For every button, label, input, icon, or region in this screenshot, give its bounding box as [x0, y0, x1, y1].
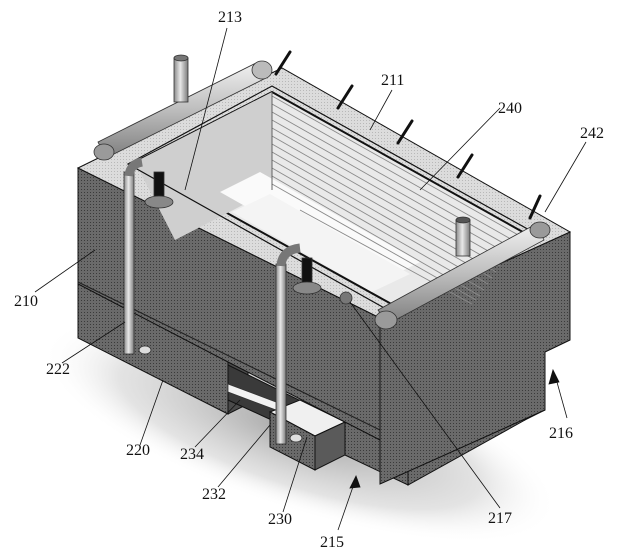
- leader-lines: [34, 27, 587, 531]
- pipe-stub-left: [173, 57, 189, 103]
- label-234: 234: [180, 446, 204, 463]
- pipe-234: [227, 383, 277, 411]
- label-215: 215: [320, 534, 344, 551]
- label-213: 213: [218, 9, 242, 26]
- label-217: 217: [488, 510, 512, 527]
- slat-panel-240: [271, 92, 521, 305]
- pipe-stub-right: [455, 219, 471, 257]
- label-220: 220: [126, 442, 150, 459]
- label-222: 222: [46, 361, 70, 378]
- tank-opening: [126, 85, 542, 315]
- label-230: 230: [268, 511, 292, 528]
- label-211: 211: [381, 72, 405, 89]
- label-216: 216: [549, 425, 573, 442]
- label-240: 240: [498, 100, 522, 117]
- downpipe-232: [275, 263, 287, 445]
- pipework: [93, 54, 551, 445]
- block-230-side: [314, 421, 346, 471]
- clamps: [274, 50, 542, 220]
- label-242: 242: [580, 125, 604, 142]
- downpipe-222: [123, 171, 135, 355]
- label-210: 210: [14, 293, 38, 310]
- label-232: 232: [202, 486, 226, 503]
